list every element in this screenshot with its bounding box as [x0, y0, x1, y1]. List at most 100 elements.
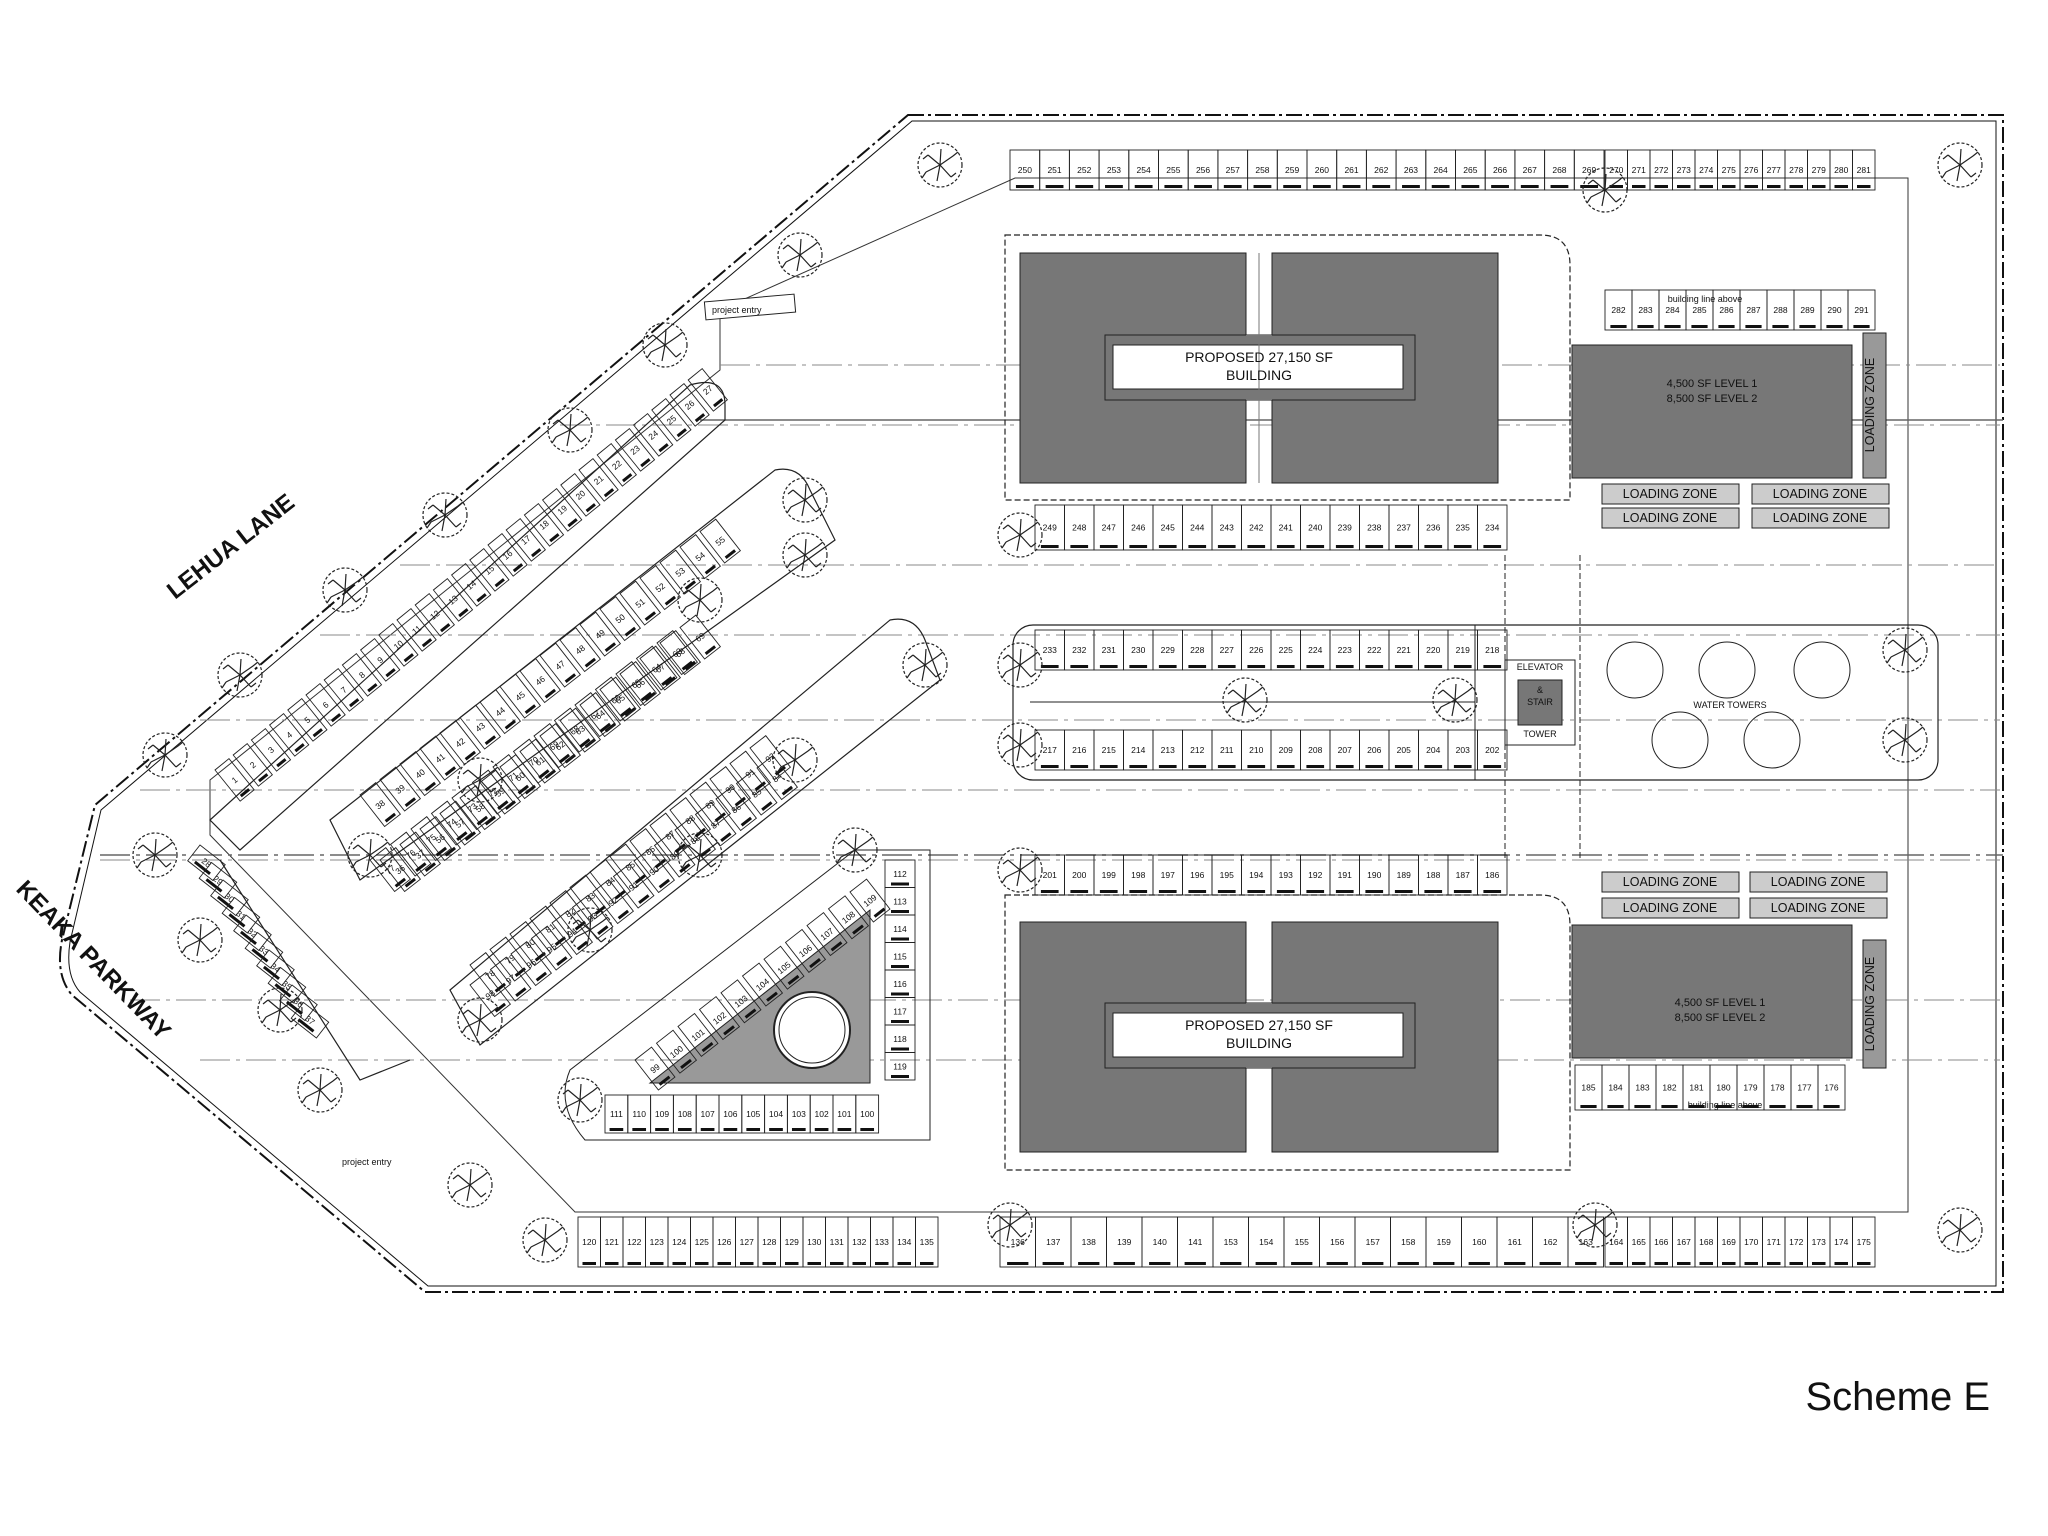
- parking-stall: 115: [884, 942, 916, 971]
- stall-number: 114: [893, 924, 907, 934]
- stall-number: 8: [357, 669, 367, 680]
- stall-number: 118: [893, 1034, 907, 1044]
- stall-number: 55: [713, 534, 727, 548]
- parking-stall: 101: [832, 1094, 857, 1134]
- stall-number: 162: [1543, 1237, 1557, 1247]
- stall-number: 164: [1609, 1237, 1623, 1247]
- parking-stall: 154: [1248, 1216, 1285, 1268]
- parking-stall: 167: [1672, 1216, 1696, 1268]
- stall-number: 191: [1338, 870, 1352, 880]
- stall-number: 238: [1367, 523, 1381, 533]
- parking-stall: 264: [1425, 149, 1456, 191]
- parking-stall: 195: [1211, 854, 1242, 896]
- stall-number: 279: [1812, 165, 1826, 175]
- parking-stall: 266: [1484, 149, 1516, 191]
- parking-stall: 265: [1455, 149, 1486, 191]
- building-north-label-1: PROPOSED 27,150 SF: [1185, 349, 1333, 365]
- parking-stall: 248: [1064, 504, 1095, 551]
- loading-zone-label: LOADING ZONE: [1623, 487, 1717, 501]
- parking-stall: 225: [1270, 629, 1301, 671]
- parking-stall: 153: [1212, 1216, 1249, 1268]
- stall-number: 170: [1744, 1237, 1758, 1247]
- stall-number: 44: [493, 705, 507, 719]
- stall-number: 116: [893, 979, 907, 989]
- parking-stall: 250: [1009, 149, 1041, 191]
- stall-number: 167: [1677, 1237, 1691, 1247]
- parking-stall: 211: [1211, 729, 1242, 771]
- stall-number: 254: [1137, 165, 1151, 175]
- stall-number: 135: [920, 1237, 934, 1247]
- parking-stall: 174: [1829, 1216, 1853, 1268]
- stall-number: 168: [1699, 1237, 1713, 1247]
- parking-stall: 129: [780, 1216, 804, 1268]
- parking-stall: 249: [1034, 504, 1065, 551]
- stall-number: 264: [1434, 165, 1448, 175]
- stall-number: 280: [1834, 165, 1848, 175]
- annex-north-label-2: 8,500 SF LEVEL 2: [1667, 393, 1758, 405]
- stall-number: 265: [1463, 165, 1477, 175]
- stall-number: 263: [1404, 165, 1418, 175]
- stall-number: 52: [653, 581, 667, 595]
- parking-stall: 271: [1627, 149, 1651, 191]
- stall-number: 291: [1854, 305, 1868, 315]
- parking-stall: 258: [1247, 149, 1278, 191]
- annex-south-label-2: 8,500 SF LEVEL 2: [1675, 1012, 1766, 1024]
- parking-stall: 273: [1672, 149, 1696, 191]
- road-label-lehua-lane: LEHUA LANE: [162, 489, 300, 605]
- stall-number: 282: [1611, 305, 1625, 315]
- scheme-title: Scheme E: [1805, 1375, 1990, 1419]
- stall-number: 136: [1011, 1237, 1025, 1247]
- triangle-island: [564, 849, 931, 1141]
- parking-stall: 199: [1093, 854, 1124, 896]
- stall-number: 4: [284, 729, 294, 740]
- parking-stall: 109: [650, 1094, 674, 1134]
- parking-stall: 158: [1390, 1216, 1427, 1268]
- stall-number: 48: [573, 643, 587, 657]
- parking-stall: 22: [596, 443, 637, 487]
- parking-stall: 128: [757, 1216, 781, 1268]
- parking-stall: 239: [1329, 504, 1360, 551]
- stall-number: 69: [693, 630, 707, 644]
- parking-stall: 137: [1035, 1216, 1072, 1268]
- stall-number: 9: [375, 654, 385, 665]
- project-entry-south: project entry: [342, 1157, 392, 1167]
- parking-stall: 208: [1300, 729, 1331, 771]
- stall-number: 179: [1743, 1083, 1757, 1093]
- parking-stall: 191: [1329, 854, 1360, 896]
- stall-number: 109: [861, 892, 879, 909]
- stall-number: 160: [1472, 1237, 1486, 1247]
- stall-number: 261: [1344, 165, 1358, 175]
- parking-stall: 256: [1187, 149, 1219, 191]
- stall-number: 278: [1789, 165, 1803, 175]
- stall-number: 14: [464, 578, 478, 592]
- parking-stall: 222: [1359, 629, 1390, 671]
- building-north-label-2: BUILDING: [1226, 367, 1292, 383]
- stall-number: 173: [1812, 1237, 1826, 1247]
- stall-number: 45: [513, 689, 527, 703]
- stall-number: 112: [893, 869, 907, 879]
- stall-number: 133: [875, 1237, 889, 1247]
- stall-number: 285: [1692, 305, 1706, 315]
- parking-stall: 209: [1270, 729, 1301, 771]
- stall-number: 187: [1456, 870, 1470, 880]
- stall-number: 246: [1131, 523, 1145, 533]
- loading-zone-label: LOADING ZONE: [1623, 511, 1717, 525]
- stall-number: 125: [695, 1237, 709, 1247]
- stall-number: 221: [1397, 645, 1411, 655]
- parking-stall: 3: [250, 728, 292, 772]
- road-label-keaka-parkway: KEAKA PARKWAY: [11, 875, 176, 1045]
- stall-number: 51: [633, 596, 647, 610]
- parking-stall: 139: [1106, 1216, 1143, 1268]
- stall-number: 267: [1523, 165, 1537, 175]
- parking-stall: 140: [1141, 1216, 1178, 1268]
- parking-stall: 11: [396, 608, 437, 652]
- stall-number: 89: [703, 797, 717, 811]
- parking-stall: 260: [1306, 149, 1338, 191]
- stall-number: 196: [1190, 870, 1204, 880]
- stall-number: 18: [537, 518, 551, 532]
- parking-stall: 203: [1447, 729, 1478, 771]
- stall-number: 172: [1789, 1237, 1803, 1247]
- parking-stall: 75: [410, 816, 453, 862]
- parking-stall: 194: [1241, 854, 1272, 896]
